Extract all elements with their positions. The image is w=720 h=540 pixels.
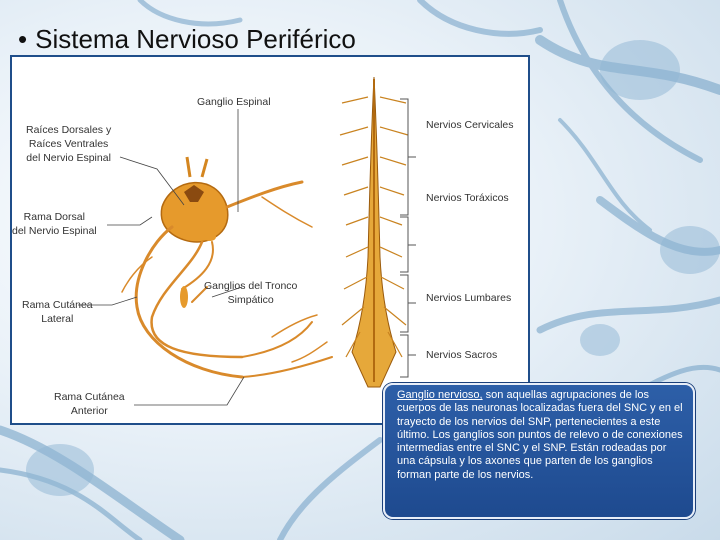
- label-nervios-lumbares: Nervios Lumbares: [426, 292, 512, 304]
- spinal-column: [351, 76, 397, 388]
- label-ganglio-espinal: Ganglio Espinal: [197, 96, 271, 108]
- ganglion-definition-box: Ganglio nervioso, son aquellas agrupacio…: [383, 383, 695, 519]
- definition-text: son aquellas agrupaciones de los cuerpos…: [397, 389, 683, 481]
- spinal-nerve-roots: [339, 96, 409, 358]
- definition-term: Ganglio nervioso,: [397, 389, 483, 401]
- label-nervios-cervicales: Nervios Cervicales: [426, 119, 514, 131]
- sympathetic-ganglion: [180, 286, 188, 308]
- label-nervios-sacros: Nervios Sacros: [426, 349, 498, 361]
- spinal-nerve-branches: [121, 180, 333, 379]
- label-ganglios-tronco: Ganglios del Tronco Simpático: [204, 280, 298, 306]
- label-rama-cutanea-anterior: Rama Cutánea Anterior: [54, 391, 125, 417]
- diagram-illustration: [78, 76, 416, 406]
- nervous-system-diagram: Ganglio Espinal Raíces Dorsales y Raíces…: [10, 55, 530, 425]
- label-rama-dorsal: Rama Dorsal del Nervio Espinal: [12, 211, 97, 237]
- title-text: Sistema Nervioso Periférico: [35, 24, 356, 54]
- label-rama-cutanea-lateral: Rama Cutánea Lateral: [22, 299, 93, 325]
- label-raices: Raíces Dorsales y Raíces Ventrales del N…: [26, 124, 112, 164]
- title-bullet: •: [18, 24, 28, 54]
- spinal-ganglion: [204, 233, 216, 241]
- region-brackets: [400, 98, 416, 378]
- slide-title: •Sistema Nervioso Periférico: [18, 24, 356, 55]
- label-nervios-toraxicos: Nervios Toráxicos: [426, 192, 509, 204]
- label-leader-lines: [78, 109, 245, 406]
